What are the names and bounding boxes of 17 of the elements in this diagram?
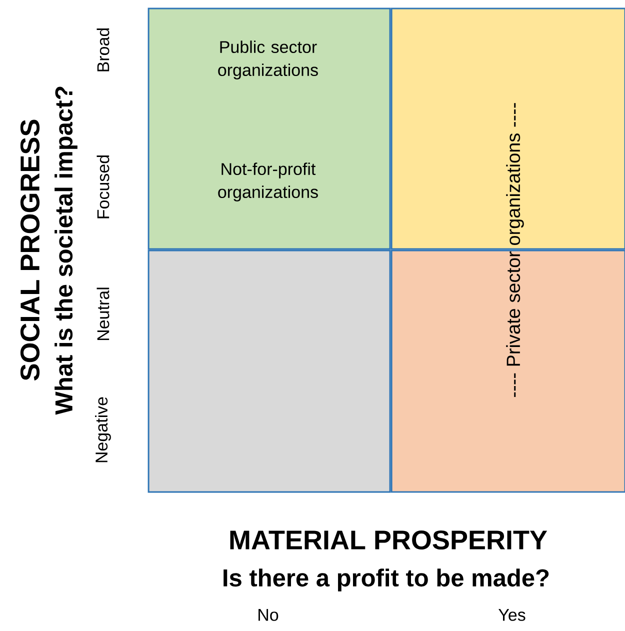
quadrant-box [148, 8, 391, 250]
tick-label: Neutral [96, 288, 110, 340]
quadrant-box [390, 8, 625, 250]
tick-label: Yes [498, 609, 526, 621]
tick-label: No [258, 609, 278, 621]
quadrant-box [390, 250, 625, 493]
tick-label: Broad [96, 28, 110, 72]
quadrant-label: Not-for-profit organizations [218, 162, 318, 202]
tick-label: Negative [95, 397, 111, 462]
axis-title: MATERIAL PROSPERITY [230, 530, 548, 550]
tick-label: Focused [96, 156, 110, 218]
quadrant-annotation: ---- Private sector organizations ---- [506, 103, 524, 397]
axis-subtitle: What is the societal impact? [54, 86, 78, 415]
quadrant-label: Public sector organizations [218, 40, 318, 80]
axis-subtitle: Is there a profit to be made? [224, 568, 549, 592]
axis-title: SOCIAL PROGRESS [20, 120, 40, 380]
quadrant-box [148, 250, 391, 493]
